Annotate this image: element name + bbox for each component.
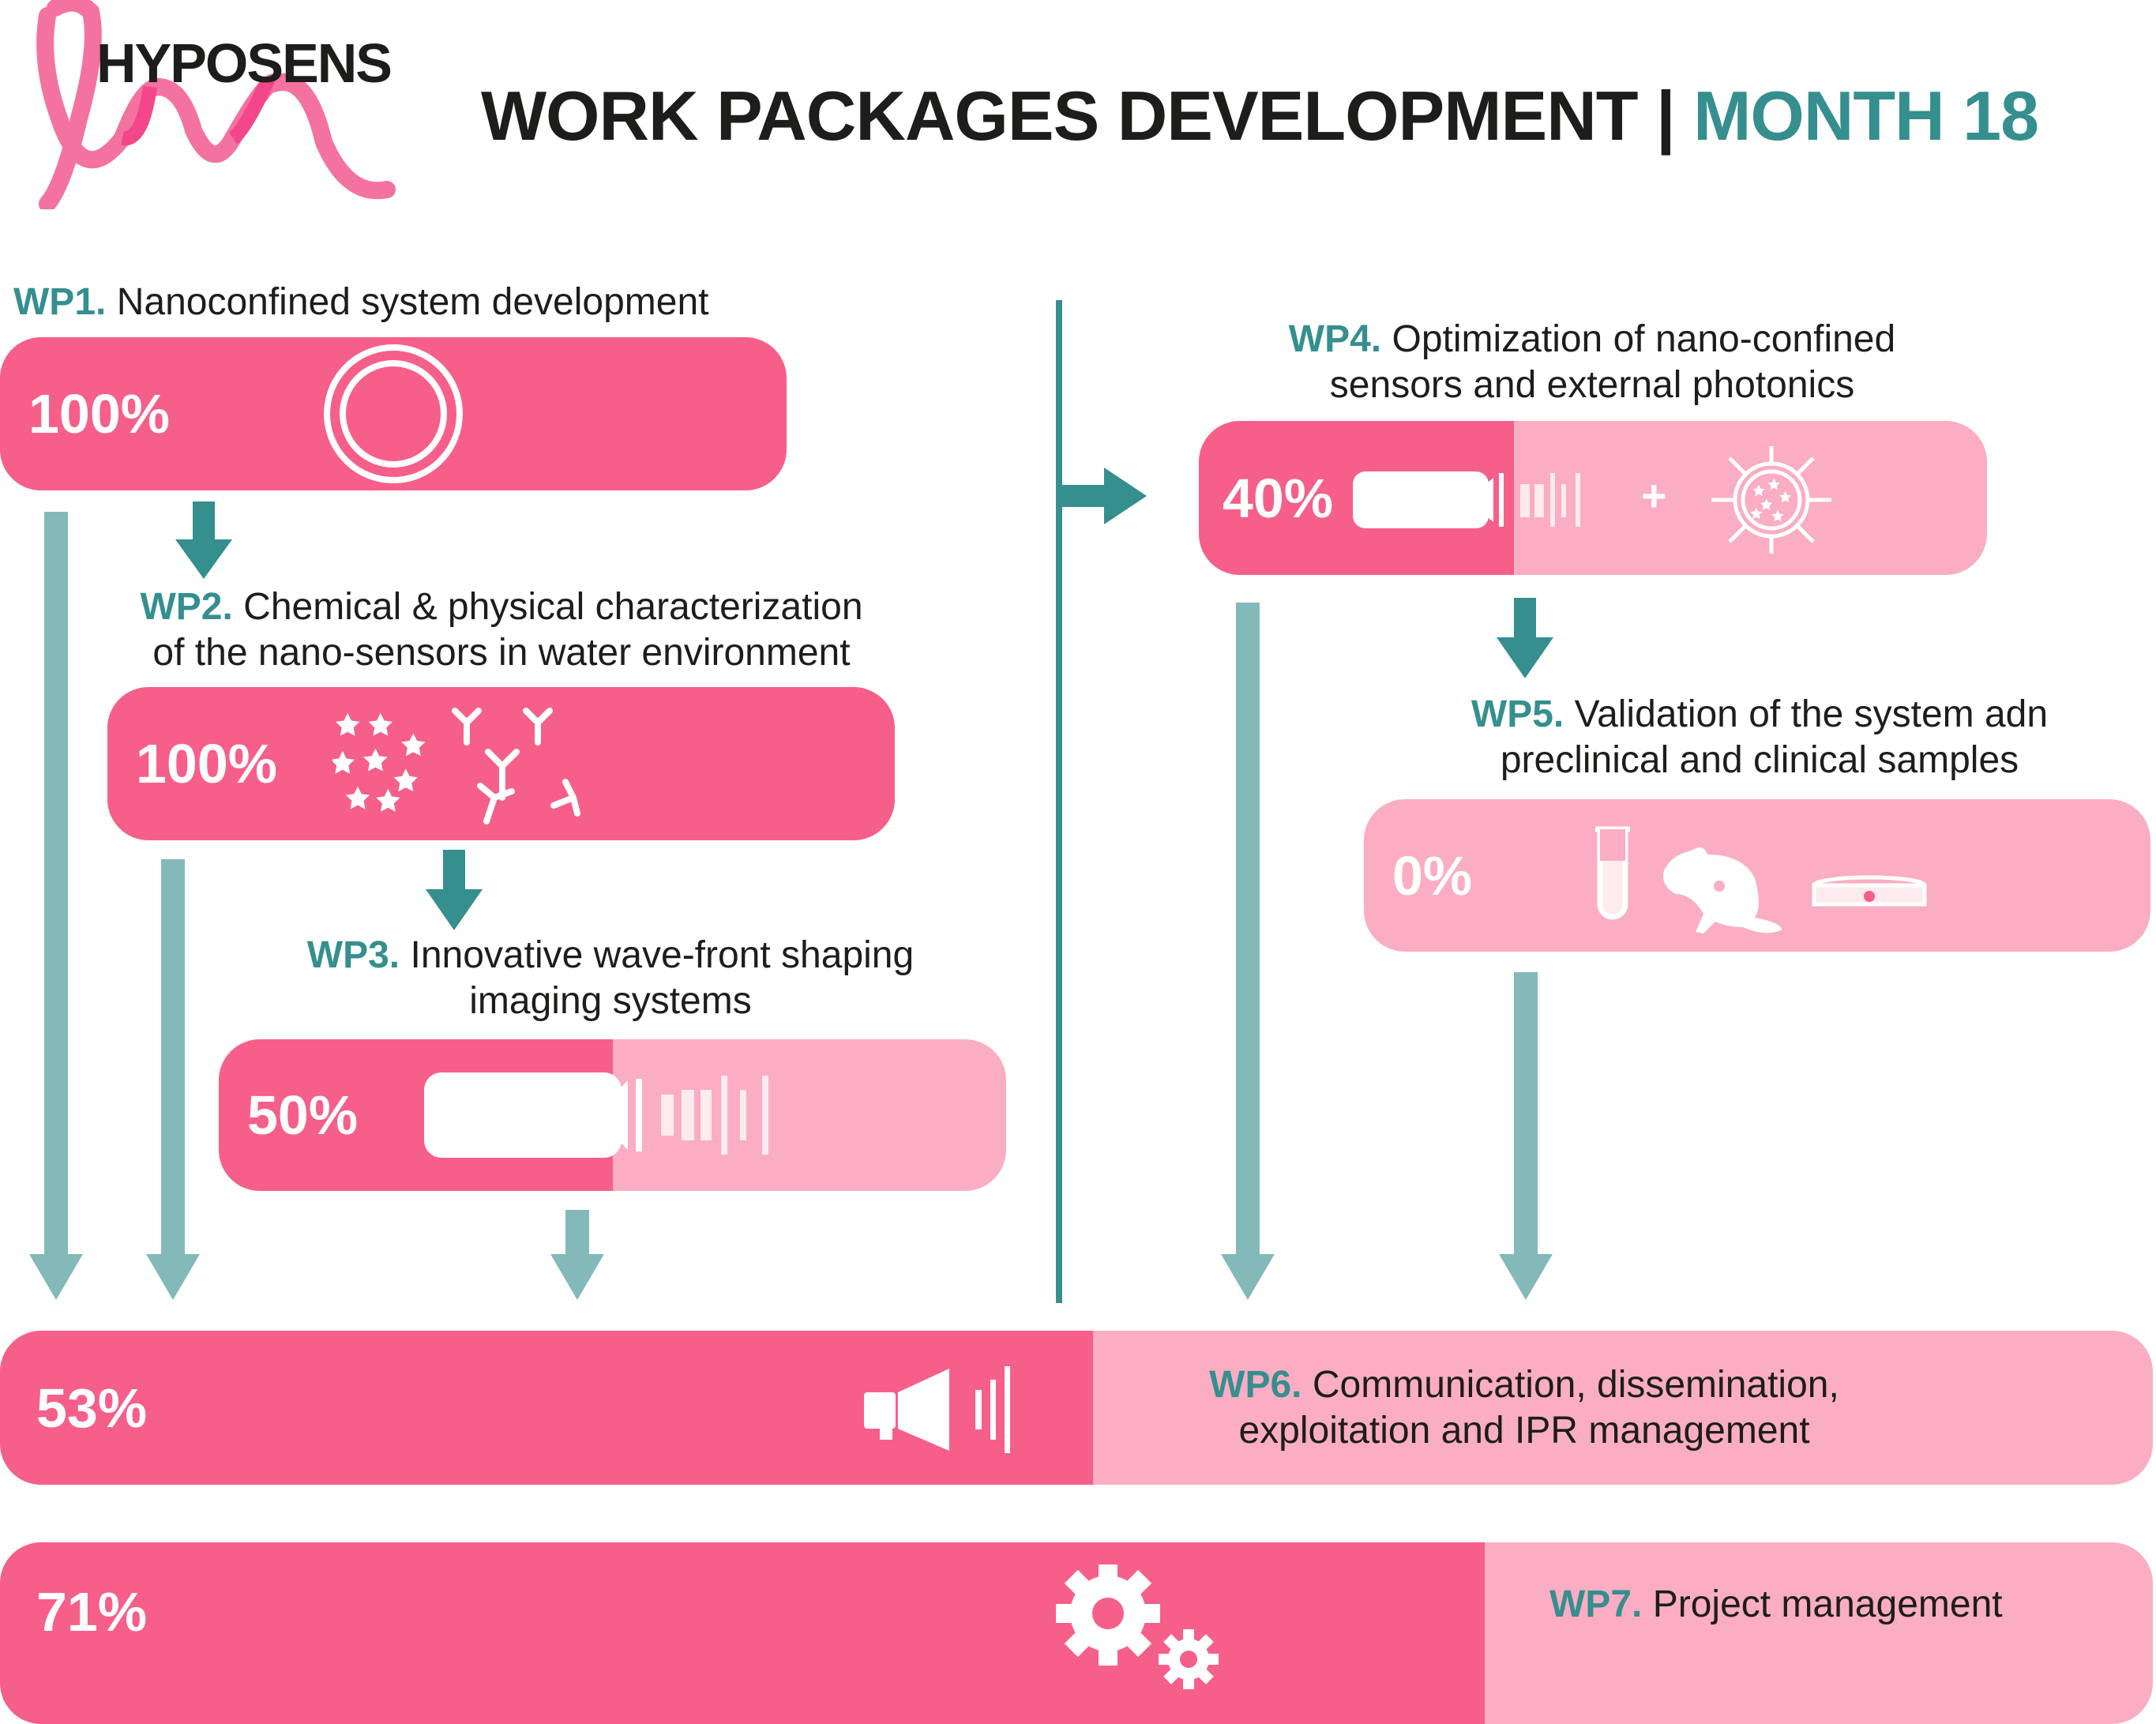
nanoring-icon — [324, 344, 463, 483]
wp1-label: WP1. Nanoconfined system development — [13, 280, 708, 325]
wp-id: WP2. — [140, 586, 233, 628]
wp-title: Innovative wave-front shaping — [410, 934, 915, 976]
petri-dish-icon — [1812, 875, 1927, 907]
wp-id: WP1. — [13, 281, 107, 323]
wp-id: WP4. — [1288, 318, 1382, 360]
wp-title: of the nano-sensors in water environment — [152, 632, 851, 674]
progress-percent: 100% — [28, 383, 171, 445]
wp-id: WP3. — [306, 934, 400, 976]
progress-percent: 40% — [1223, 467, 1334, 529]
wp7-progress-bar: 71% WP7. Project management — [0, 1542, 2153, 1724]
arrowhead — [146, 1254, 200, 1300]
divider-line — [1056, 300, 1062, 1303]
arrow-wp3-to-bottom — [565, 1210, 589, 1254]
wp-title: Nanoconfined system development — [116, 281, 709, 323]
brand-name: HYPOSENS — [96, 32, 393, 94]
progress-fill — [0, 1542, 1485, 1724]
wp6-progress-bar: 53% WP6. Communication, dissemination,ex… — [0, 1331, 2153, 1485]
wp2-progress-bar: 100% — [107, 687, 895, 840]
title-main: WORK PACKAGES DEVELOPMENT | — [481, 77, 1676, 155]
wp-id: WP5. — [1471, 693, 1564, 735]
camera-waves-icon — [424, 1072, 768, 1158]
plus-sign: + — [1641, 471, 1667, 520]
wp-title: preclinical and clinical samples — [1500, 739, 2019, 781]
progress-percent: 50% — [247, 1084, 359, 1146]
progress-percent: 0% — [1392, 844, 1473, 907]
page-title: WORK PACKAGES DEVELOPMENT | MONTH 18 — [481, 76, 2039, 156]
title-accent: MONTH 18 — [1693, 77, 2039, 155]
wp-id: WP7. — [1549, 1583, 1643, 1625]
arrow-wp2-to-bottom — [161, 859, 185, 1254]
camera-icon — [1353, 471, 1580, 528]
arrowhead — [550, 1254, 604, 1300]
test-tube-icon — [1595, 826, 1630, 920]
wp-title: Chemical & physical characterization — [243, 586, 863, 628]
wp4-progress-bar: 40% + — [1199, 421, 1987, 575]
wp-title: Project management — [1652, 1583, 2003, 1625]
wp3-progress-bar: 50% — [219, 1039, 1006, 1191]
progress-percent: 71% — [36, 1581, 148, 1643]
mouse-icon — [1663, 847, 1782, 933]
progress-percent: 53% — [36, 1377, 148, 1439]
wp7-label: WP7. Project management — [1549, 1582, 2003, 1628]
arrowhead — [1221, 1254, 1275, 1300]
arrow-wp4-to-wp5 — [1497, 598, 1553, 678]
arrow-to-wp4 — [1061, 468, 1147, 524]
pink-ribbon-logo-icon — [36, 0, 396, 209]
wp-title: imaging systems — [469, 980, 752, 1022]
arrow-wp4-to-bottom — [1236, 603, 1260, 1254]
wp-title: Optimization of nano-confined — [1392, 318, 1896, 360]
progress-percent: 100% — [136, 733, 278, 794]
arrow-wp2-to-wp3 — [426, 850, 483, 930]
wp5-progress-bar: 0% — [1364, 799, 2150, 952]
gears-icon — [1056, 1564, 1219, 1689]
wp-title: Communication, dissemination, — [1312, 1364, 1839, 1406]
nanoparticle-icon — [1711, 446, 1831, 554]
arrow-wp5-to-bottom — [1514, 972, 1538, 1254]
arrow-wp1-to-wp2 — [175, 501, 232, 579]
arrowhead — [29, 1254, 83, 1300]
wp-id: WP6. — [1209, 1364, 1302, 1406]
wp1-progress-bar: 100% — [0, 337, 787, 490]
wp-title: exploitation and IPR management — [1238, 1410, 1810, 1452]
arrowhead — [1499, 1254, 1553, 1300]
stars-antibodies-icon — [332, 708, 580, 824]
wp-title: Validation of the system adn — [1574, 693, 2049, 735]
wp2-label: WP2. Chemical & physical characterizatio… — [107, 584, 896, 676]
wp6-label: WP6. Communication, dissemination,exploi… — [1129, 1362, 1919, 1454]
wp-title: sensors and external photonics — [1329, 364, 1855, 406]
arrow-wp1-to-bottom — [44, 512, 68, 1254]
megaphone-icon — [864, 1366, 1010, 1453]
